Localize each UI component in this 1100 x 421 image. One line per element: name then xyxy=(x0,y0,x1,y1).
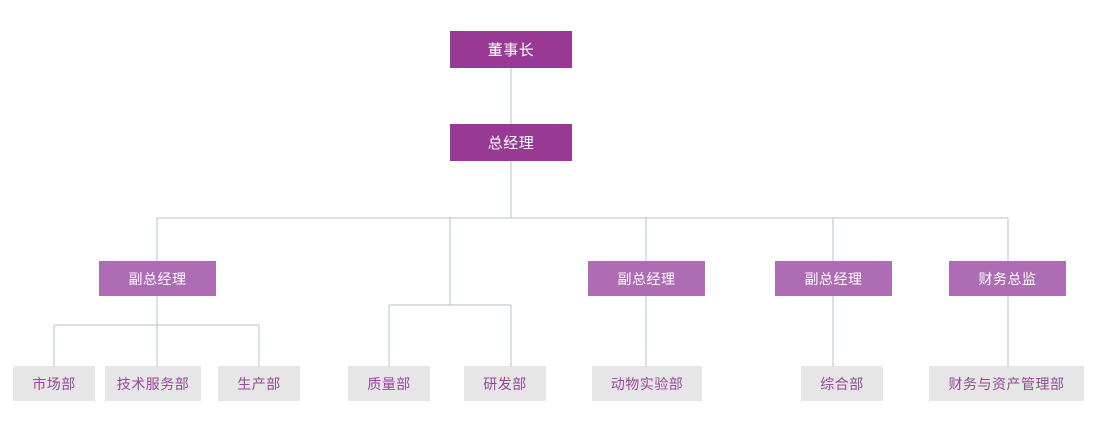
org-node-rnd[interactable]: 研发部 xyxy=(464,366,546,401)
org-node-dgm2[interactable]: 副总经理 xyxy=(588,261,705,296)
org-node-general[interactable]: 综合部 xyxy=(801,366,883,401)
org-node-gm[interactable]: 总经理 xyxy=(450,124,572,161)
org-node-production[interactable]: 生产部 xyxy=(218,366,300,401)
org-node-quality[interactable]: 质量部 xyxy=(348,366,430,401)
org-node-dgm1[interactable]: 副总经理 xyxy=(99,261,216,296)
org-node-cfo[interactable]: 财务总监 xyxy=(949,261,1066,296)
org-node-market[interactable]: 市场部 xyxy=(13,366,95,401)
org-node-dgm3[interactable]: 副总经理 xyxy=(775,261,892,296)
org-node-finance[interactable]: 财务与资产管理部 xyxy=(929,366,1084,401)
connector-lines xyxy=(53,68,1009,366)
org-node-animallab[interactable]: 动物实验部 xyxy=(592,366,702,401)
org-node-chairman[interactable]: 董事长 xyxy=(450,31,572,68)
org-node-techserv[interactable]: 技术服务部 xyxy=(105,366,201,401)
